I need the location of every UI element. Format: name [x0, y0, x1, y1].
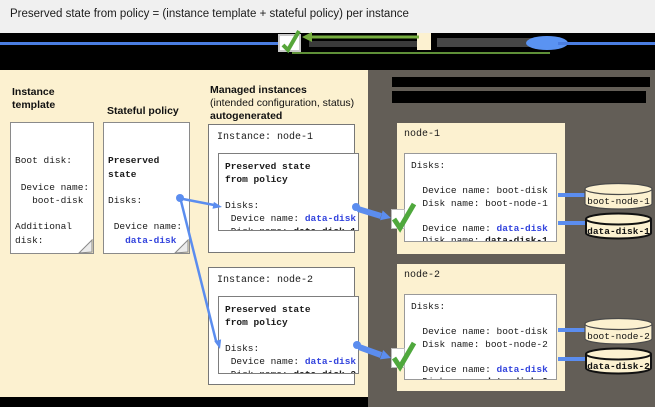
vm-node-2: node-2 Disks: Device name: boot-disk Dis…: [397, 264, 565, 391]
instance-template-text: Boot disk: Device name: boot-disk Additi…: [15, 155, 90, 246]
vm-disks-box: Disks: Device name: boot-disk Disk name:…: [404, 294, 557, 380]
diagram-title: Preserved state from policy = (instance …: [10, 8, 409, 20]
disk-cylinder-boot-node-2: boot-node-2: [584, 317, 653, 345]
stateful-policy-label: Stateful policy: [107, 105, 179, 117]
vm-name: node-1: [404, 129, 441, 140]
redacted-heading-line-2: [392, 91, 646, 103]
heading-intended-config: (intended configuration, status): [210, 97, 355, 109]
folded-corner-icon: [174, 238, 189, 253]
instance-header: Instance: node-1: [217, 132, 314, 143]
disk-label: data-disk-1: [587, 226, 650, 237]
bottom-redaction-bar: [0, 397, 368, 407]
connector-boot-node-1: [558, 193, 585, 197]
checkmark-box-icon: [278, 34, 301, 52]
disk-cylinder-boot-node-1: boot-node-1: [584, 182, 653, 210]
vm-name: node-2: [404, 270, 441, 281]
disk-label: boot-node-2: [587, 331, 650, 342]
connector-data-disk-1: [558, 221, 585, 225]
heading-autogenerated: autogenerated: [210, 110, 283, 122]
legend-band: [0, 33, 655, 70]
heading-managed-instances: Managed instances: [210, 84, 307, 96]
disk-label: data-disk-2: [587, 361, 650, 372]
green-underline: [292, 52, 550, 54]
managed-instances-heading: Managed instances (intended configuratio…: [210, 84, 368, 123]
disk-cylinder-data-disk-1: data-disk-1: [585, 212, 652, 240]
instance-template-label: Instance template: [12, 86, 56, 111]
network-line-right: [558, 42, 655, 45]
folded-corner-icon: [78, 238, 93, 253]
instance-template-icon: [417, 33, 431, 50]
instance-header: Instance: node-2: [217, 275, 314, 286]
redacted-heading-line-1: [392, 77, 650, 87]
connector-data-disk-2: [558, 357, 585, 361]
check-box-node-2: [391, 348, 405, 368]
group-bar-icon: [437, 38, 557, 47]
disk-label: boot-node-1: [587, 196, 650, 207]
disk-icon: [526, 36, 568, 50]
check-box-node-1: [391, 209, 405, 229]
connector-boot-node-2: [558, 328, 585, 332]
vm-disks-box: Disks: Device name: boot-disk Disk name:…: [404, 153, 557, 242]
disk-cylinder-data-disk-2: data-disk-2: [585, 347, 652, 375]
redacted-legend-text: [309, 41, 418, 47]
instance-template-doc: Boot disk: Device name: boot-disk Additi…: [10, 122, 94, 254]
network-line-left: [0, 42, 278, 45]
vm-node-1: node-1 Disks: Device name: boot-disk Dis…: [397, 123, 565, 254]
title-bar: Preserved state from policy = (instance …: [0, 0, 655, 33]
